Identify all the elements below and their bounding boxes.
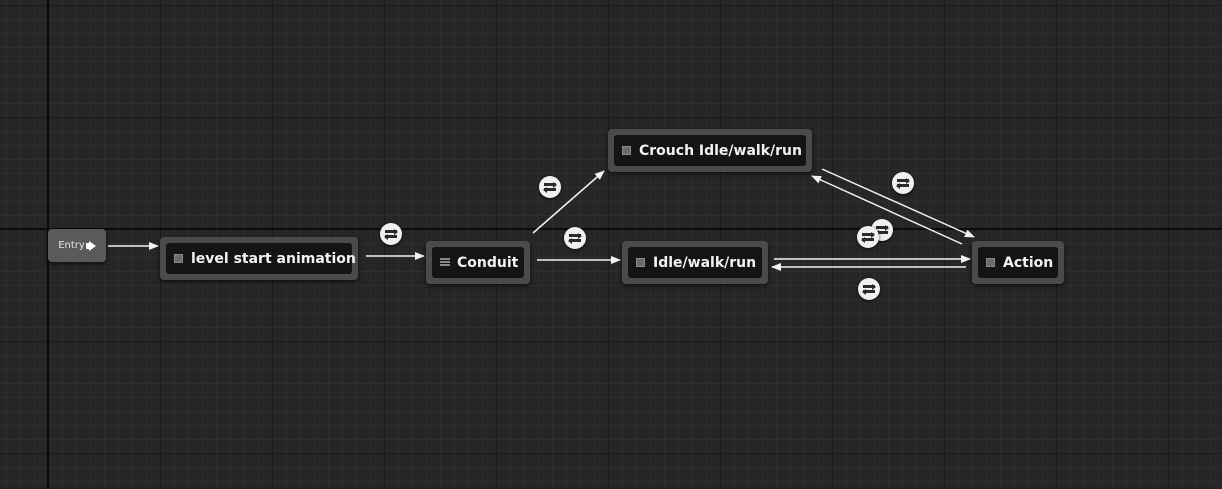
conduit-label: Conduit [457,254,519,271]
entry-label: Entry [58,240,85,251]
transition-rule-icon-conduit-to-idle[interactable] [564,227,586,249]
transition-rule-icon-idle-to-action[interactable] [857,226,879,248]
state-icon [986,258,995,267]
state-node-action[interactable]: Action [972,241,1064,284]
state-node-idle-walk-run[interactable]: Idle/walk/run [622,241,768,284]
transition-rule-icon-level-start-to-conduit[interactable] [380,223,402,245]
transition-rule-icon-conduit-to-crouch[interactable] [539,176,561,198]
transition-action-to-crouch[interactable] [811,175,963,245]
state-node-crouch-idle-walk-run[interactable]: Crouch Idle/walk/run [608,129,812,172]
transition-crouch-to-action[interactable] [821,168,975,238]
state-node-title: Crouch Idle/walk/run [614,135,806,166]
entry-node[interactable]: Entry [48,229,106,262]
state-icon [622,146,631,155]
state-node-level-start-animation[interactable]: level start animation [160,237,358,280]
origin-axis-horizontal [0,228,1222,230]
conduit-node-title: Conduit [432,247,524,278]
transition-rule-icon-action-to-idle[interactable] [858,278,880,300]
state-icon [636,258,645,267]
state-label-level-start-animation: level start animation [191,250,356,267]
transition-rule-icon-crouch-action[interactable] [892,172,914,194]
entry-output-pin-icon[interactable] [85,240,96,251]
conduit-node[interactable]: Conduit [426,241,530,284]
state-label-action: Action [1003,254,1054,271]
state-label-idle-walk-run: Idle/walk/run [653,254,757,271]
state-label-crouch-idle-walk-run: Crouch Idle/walk/run [639,142,802,159]
state-node-title: Idle/walk/run [628,247,762,278]
conduit-icon [440,258,450,267]
state-node-title: level start animation [166,243,356,274]
transition-conduit-to-crouch[interactable] [532,170,605,234]
state-node-title: Action [978,247,1058,278]
state-icon [174,254,183,263]
